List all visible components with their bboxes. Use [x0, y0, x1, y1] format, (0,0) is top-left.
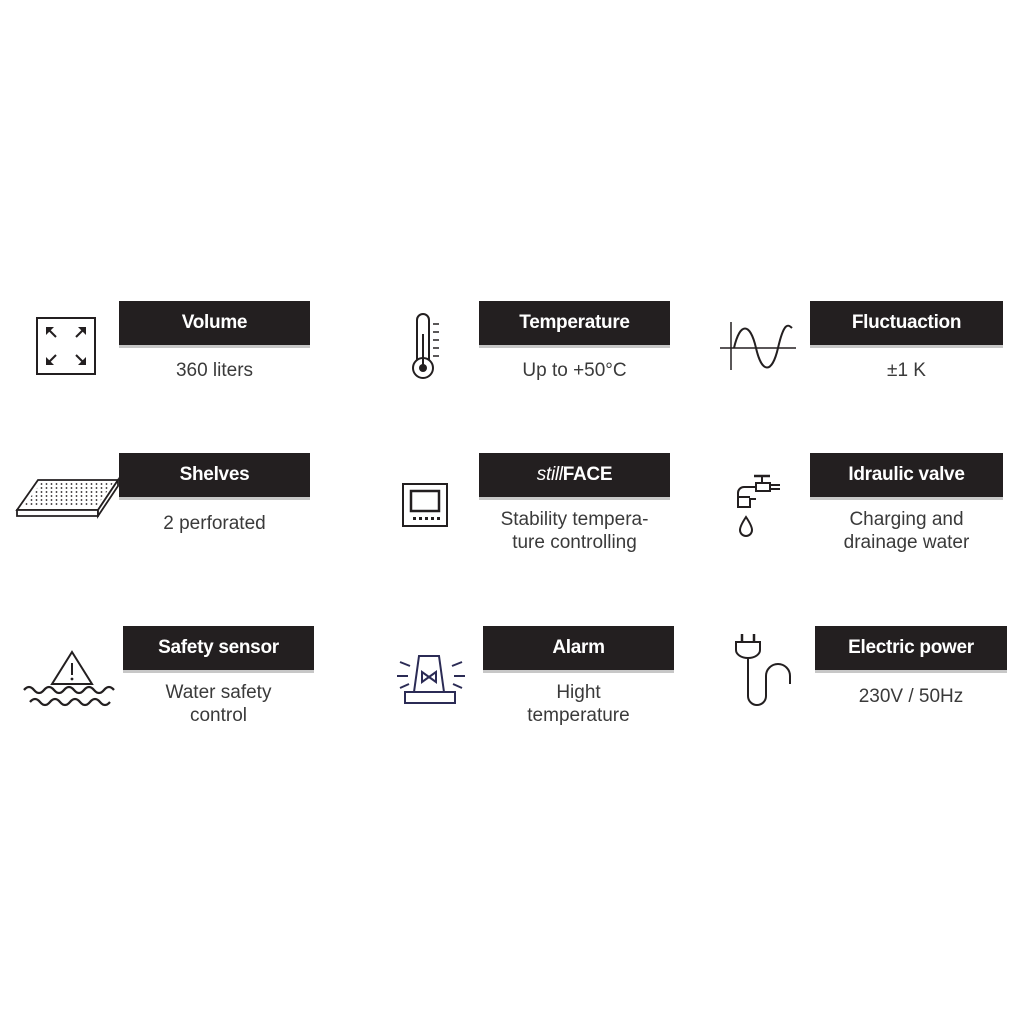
fluctuation-label: Fluctuaction [810, 301, 1003, 345]
temperature-label: Temperature [479, 301, 670, 345]
power-label: Electric power [815, 626, 1007, 670]
perforated-shelf-icon [14, 477, 120, 520]
water-tap-icon [734, 473, 784, 539]
power-plug-icon [732, 632, 794, 712]
stillface-label-face: FACE [562, 464, 613, 485]
thermometer-icon [408, 312, 442, 380]
water-warning-icon [22, 650, 120, 708]
expand-arrows-icon [36, 317, 98, 377]
valve-label: Idraulic valve [810, 453, 1003, 497]
sine-wave-icon [720, 318, 798, 374]
alarm-value: Hight temperature [527, 682, 630, 726]
control-panel-icon [402, 483, 450, 529]
volume-value: 360 liters [175, 360, 254, 381]
temperature-value: Up to +50°C [522, 360, 627, 381]
valve-value: Charging and drainage water [843, 509, 970, 553]
alarm-label: Alarm [483, 626, 674, 670]
power-value: 230V / 50Hz [858, 686, 964, 707]
safety-value: Water safety control [165, 682, 272, 726]
stillface-label-still: still [536, 464, 563, 485]
shelves-value: 2 perforated [163, 513, 266, 534]
fluctuation-value: ±1 K [887, 360, 926, 381]
volume-label: Volume [119, 301, 310, 345]
alarm-beacon-icon [396, 652, 466, 706]
safety-label: Safety sensor [123, 626, 314, 670]
shelves-label: Shelves [119, 453, 310, 497]
stillface-value: Stability tempera- ture controlling [500, 509, 649, 553]
